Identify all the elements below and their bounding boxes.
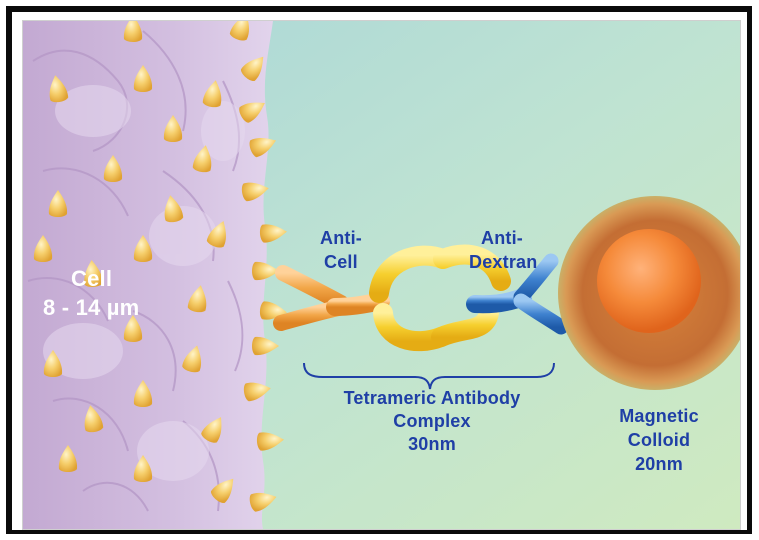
- complex-label-line1: Tetrameric Antibody: [329, 387, 535, 409]
- colloid-size-label: 20nm: [609, 453, 709, 475]
- cell-label: Cell: [71, 265, 112, 292]
- anti-cell-label-line1: Anti-: [320, 227, 362, 249]
- figure-frame: Cell 8 - 14 µm Anti- Cell Anti- Dextran …: [6, 6, 752, 534]
- colloid-label-line1: Magnetic: [609, 405, 709, 427]
- complex-label-line2: Complex: [329, 410, 535, 432]
- complex-size-label: 30nm: [329, 433, 535, 455]
- colloid-label-line2: Colloid: [609, 429, 709, 451]
- cell-size-label: 8 - 14 µm: [43, 294, 139, 321]
- anti-dextran-label-line1: Anti-: [481, 227, 523, 249]
- anti-dextran-label-line2: Dextran: [469, 251, 537, 273]
- figure-canvas: Cell 8 - 14 µm Anti- Cell Anti- Dextran …: [22, 20, 741, 530]
- anti-cell-label-line2: Cell: [324, 251, 358, 273]
